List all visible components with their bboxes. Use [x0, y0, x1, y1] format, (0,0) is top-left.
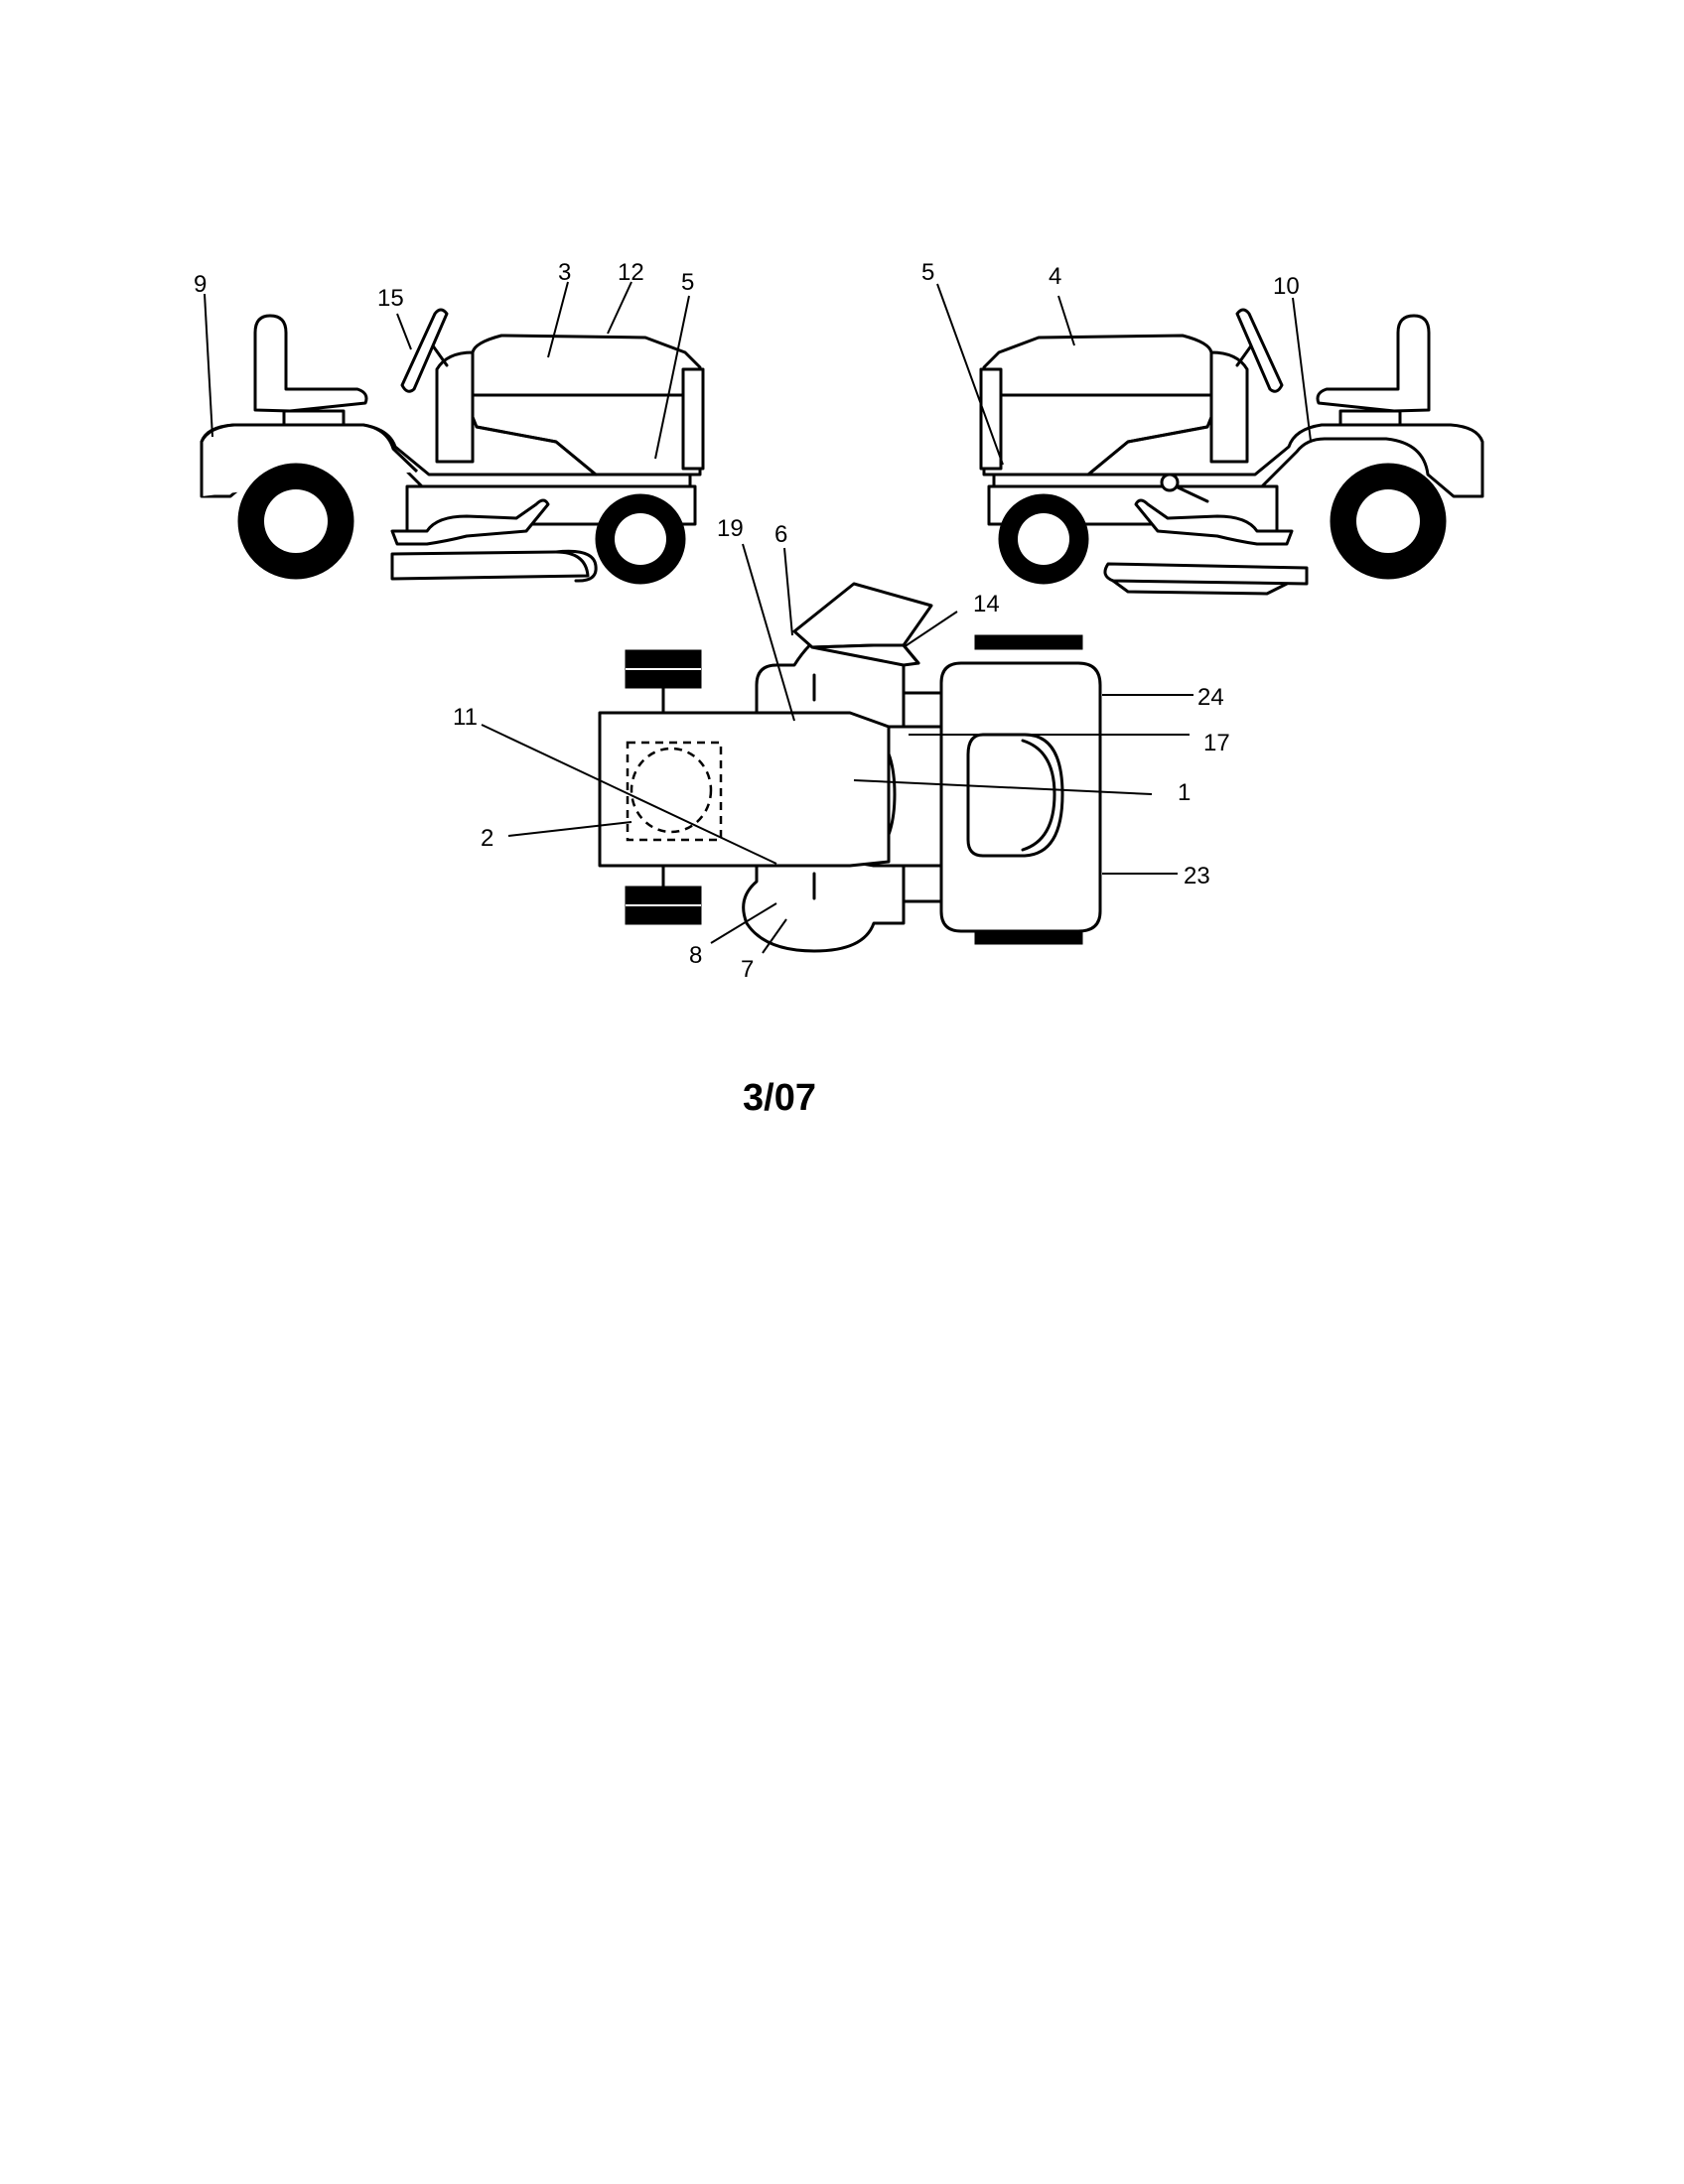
callout-1: 1 [1178, 779, 1191, 806]
callout-11: 11 [453, 704, 478, 731]
callout-2: 2 [481, 825, 493, 852]
callout-14: 14 [973, 591, 1000, 617]
callout-10: 10 [1273, 273, 1300, 300]
callout-15: 15 [377, 285, 404, 312]
callout-19: 19 [717, 515, 744, 542]
callout-6: 6 [774, 521, 787, 548]
callout-24: 24 [1197, 684, 1224, 711]
callout-4: 4 [1049, 263, 1061, 290]
tractor-left-side-view [200, 308, 705, 585]
callout-8: 8 [689, 942, 702, 969]
leader-lines [204, 281, 1312, 954]
tractor-right-side-view [979, 308, 1484, 596]
callout-5-right: 5 [921, 259, 934, 286]
callout-9: 9 [194, 271, 207, 298]
callout-labels: 9 15 3 12 5 5 4 10 19 6 14 24 11 17 1 2 … [194, 259, 1300, 983]
callout-7: 7 [741, 956, 754, 983]
tractor-top-view [598, 582, 1102, 953]
callout-5-left: 5 [681, 269, 694, 296]
callout-23: 23 [1184, 863, 1210, 889]
callout-17: 17 [1203, 730, 1230, 756]
callout-3: 3 [558, 259, 571, 286]
callout-12: 12 [618, 259, 644, 286]
date-code: 3/07 [743, 1077, 816, 1119]
